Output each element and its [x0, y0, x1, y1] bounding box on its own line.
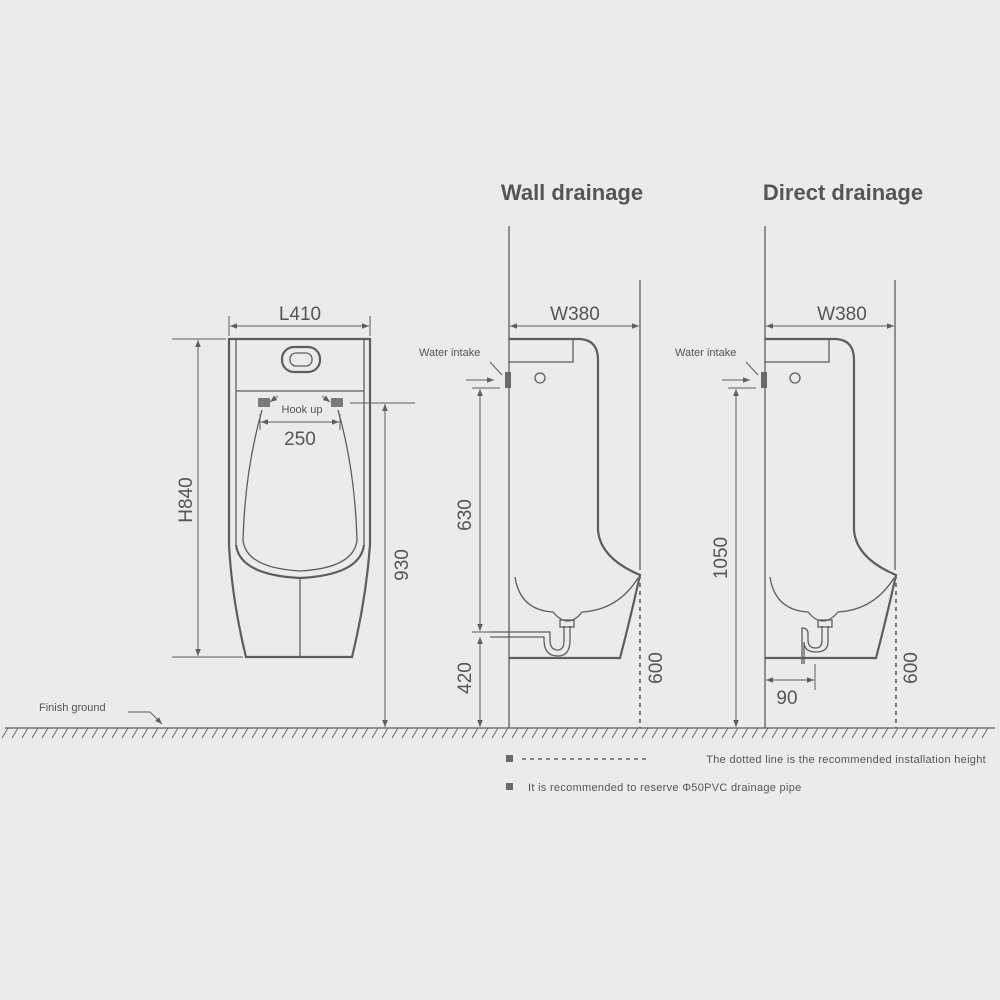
finish-ground-label: Finish ground [39, 702, 106, 714]
front-height-dimension [172, 338, 243, 658]
wall-side-body [509, 337, 642, 660]
front-height-label: H840 [176, 477, 197, 522]
hook-left-icon [258, 398, 270, 407]
direct-height-dimension [728, 387, 756, 727]
install-height-dimension [350, 402, 415, 727]
direct-drainage-title: Direct drainage [763, 180, 923, 205]
wall-drainage-title: Wall drainage [501, 180, 643, 205]
wall-drainage-view [490, 226, 642, 728]
direct-offset-dimension [766, 664, 816, 690]
note-2-bullet-icon [506, 783, 513, 790]
direct-side-body [765, 337, 898, 660]
front-body-outline [227, 337, 372, 659]
front-view [227, 337, 372, 659]
wall-recommended-height-label: 600 [646, 652, 667, 684]
wall-width-label: W380 [550, 304, 600, 325]
direct-sensor-icon [789, 372, 801, 384]
front-length-label: L410 [279, 304, 321, 325]
wall-trap-pipe [490, 626, 571, 657]
install-height-label: 930 [392, 549, 413, 581]
wall-lower-label: 420 [455, 662, 476, 694]
direct-water-intake-label: Water intake [675, 347, 736, 359]
wall-upper-label: 630 [455, 499, 476, 531]
hook-right-icon [331, 398, 343, 407]
front-length-dimension [228, 316, 371, 336]
direct-trap-pipe [801, 626, 829, 664]
hook-span-label: 250 [284, 429, 316, 450]
direct-drainage-view [761, 226, 898, 728]
front-bowl-rim [234, 544, 366, 580]
sensor-window-icon [280, 345, 322, 374]
direct-height-label: 1050 [711, 537, 732, 579]
wall-sensor-icon [534, 372, 546, 384]
direct-width-label: W380 [817, 304, 867, 325]
wall-upper-dimension [472, 387, 500, 633]
note-drainage-pipe: It is recommended to reserve Φ50PVC drai… [528, 782, 802, 794]
hook-up-label: Hook up [282, 404, 323, 416]
direct-offset-label: 90 [776, 688, 797, 709]
finish-ground [1, 727, 995, 739]
finish-ground-leader [128, 711, 163, 725]
direct-recommended-height-label: 600 [901, 652, 922, 684]
hook-span-dimension [259, 414, 341, 430]
ground-hatching [1, 727, 989, 739]
legend-notes: The dotted line is the recommended insta… [506, 754, 986, 794]
note-1-bullet-icon [506, 755, 513, 762]
wall-water-intake-label: Water intake [419, 347, 480, 359]
note-dotted-line: The dotted line is the recommended insta… [706, 754, 986, 766]
